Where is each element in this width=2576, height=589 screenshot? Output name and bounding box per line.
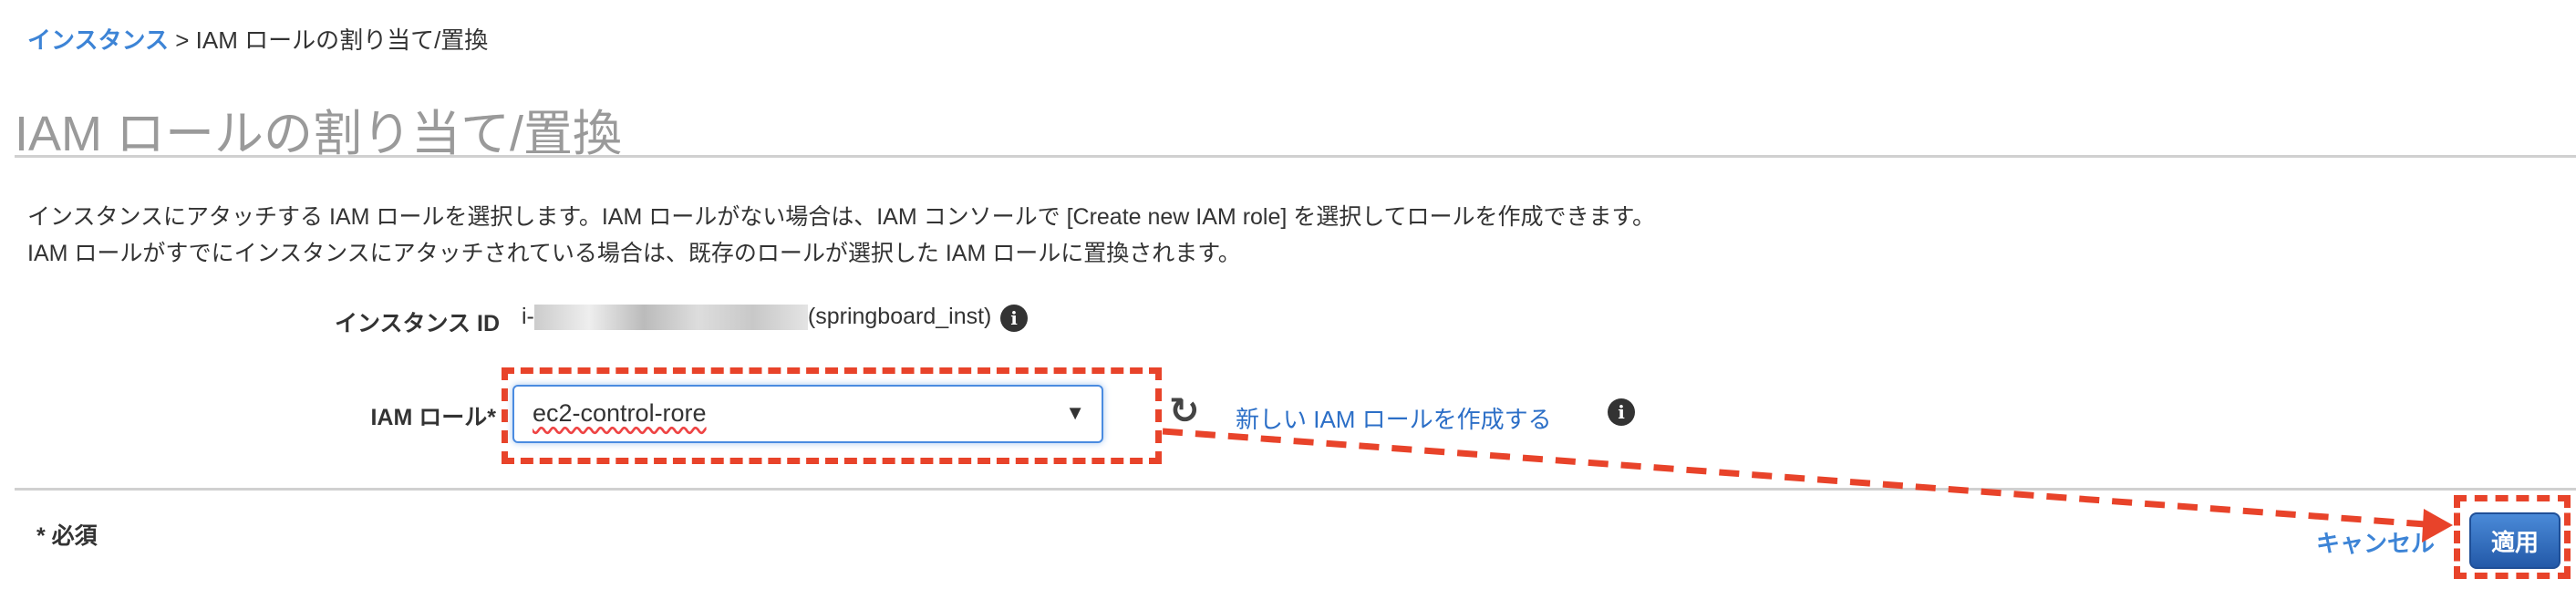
cancel-link[interactable]: キャンセル [2316,530,2436,557]
breadcrumb-current: IAM ロールの割り当て/置換 [195,26,489,54]
title-divider [15,155,2576,158]
instance-name: (springboard_inst) [807,304,992,329]
page-title: IAM ロールの割り当て/置換 [15,107,623,161]
required-note: * 必須 [36,523,98,549]
description-line-2: IAM ロールがすでにインスタンスにアタッチされている場合は、既存のロールが選択… [27,241,1241,266]
instance-id-prefix: i- [522,304,534,329]
apply-button[interactable]: 適用 [2469,512,2560,569]
annotation-arrow-line [1162,428,2426,528]
annotation-highlight-select [502,367,1162,464]
breadcrumb-instances-link[interactable]: インスタンス [27,26,169,54]
info-icon[interactable]: i [1608,398,1635,426]
breadcrumb-separator: > [175,26,190,54]
refresh-icon[interactable]: ↻ [1169,391,1200,431]
breadcrumb: インスタンス > IAM ロールの割り当て/置換 [27,22,488,56]
chevron-down-icon: ▼ [1065,401,1085,424]
create-iam-role-link[interactable]: 新しい IAM ロールを作成する [1236,406,1552,433]
annotation-arrow-head [2422,509,2453,542]
footer-divider [15,488,2576,491]
redacted-instance-id [533,305,808,331]
iam-role-label: IAM ロール* [370,405,496,430]
description-line-1: インスタンスにアタッチする IAM ロールを選択します。IAM ロールがない場合… [27,204,1656,230]
annotation-highlight-apply [2454,495,2571,579]
instance-id-label: インスタンス ID [335,311,500,336]
instance-id-value: i- (springboard_inst) [522,304,992,331]
iam-role-select[interactable]: ec2-control-rore ▼ [512,385,1103,443]
iam-role-select-value: ec2-control-rore [533,399,707,427]
info-icon[interactable]: i [1000,305,1028,332]
